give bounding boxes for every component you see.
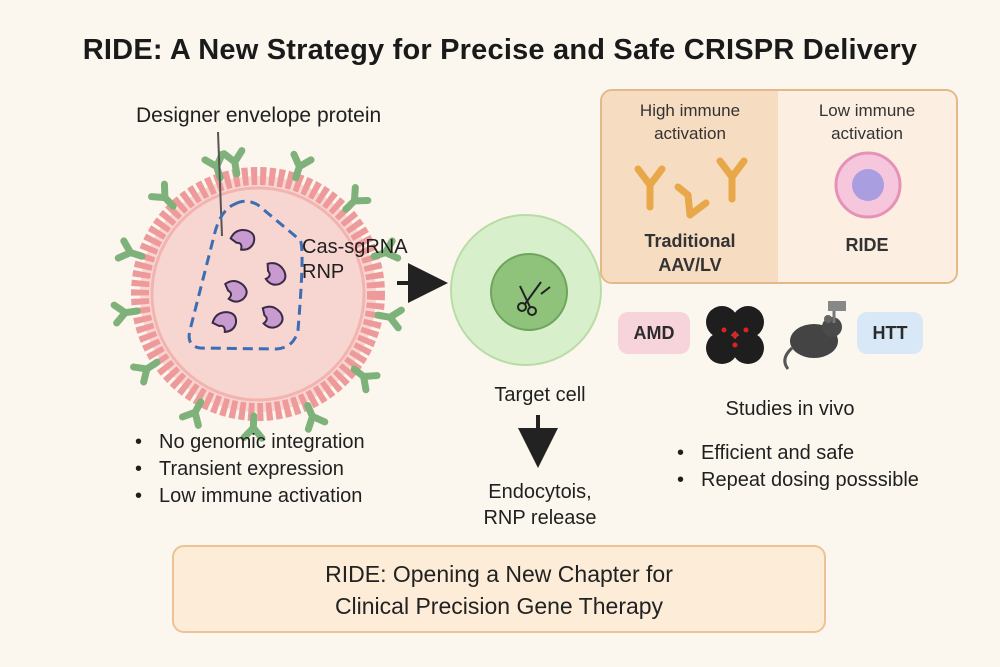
amd-badge: AMD [618,312,690,354]
mouse-icon [783,301,846,370]
envelope-spike [342,183,372,213]
traditional-footer: Traditional AAV/LV [602,229,778,277]
rnp-label-line1: Cas-sgRNA [302,236,408,258]
list-item: Repeat dosing posssible [668,467,919,494]
list-item: Low immune activation [126,483,365,510]
ride-header-line1: Low immune [818,101,916,120]
rnp-complex [264,262,287,286]
ride-footer: RIDE [845,235,889,255]
envelope-spike [114,237,146,262]
cas-rnp-complexes [211,229,287,333]
particle-features-list: No genomic integration Transient express… [126,429,365,510]
envelope-spike [350,365,381,394]
ride-column: Low immune activation RIDE [778,91,956,282]
list-item: Transient expression [126,456,365,483]
endocytosis-line2: RNP release [483,507,597,529]
antibody-icon [634,157,748,219]
ride-header-line2: activation [831,124,903,143]
envelope-spike [110,301,141,327]
page-title: RIDE: A New Strategy for Precise and Saf… [82,34,918,66]
ride-cell-icon [834,151,902,219]
conclusion-banner: RIDE: Opening a New Chapter for Clinical… [172,545,826,633]
endocytosis-label: Endocytois, RNP release [440,479,640,531]
rnp-enclosure [187,199,304,351]
banner-line2: Clinical Precision Gene Therapy [334,593,664,619]
envelope-spike [304,401,329,433]
envelope-protein-label: Designer envelope protein [136,104,382,127]
envelope-spike [147,180,177,210]
traditional-column: High immune activation Traditional AAV/L… [602,91,778,282]
rnp-complex [229,229,256,251]
traditional-header: High immune activation [602,99,778,145]
traditional-footer-line1: Traditional [644,231,736,251]
studies-results-list: Efficient and safe Repeat dosing posssib… [668,440,919,494]
rnp-complex [261,305,284,329]
rnp-complex [211,311,238,333]
target-cell-label: Target cell [494,384,586,406]
envelope-spike [374,306,405,332]
envelope-spike [130,358,161,386]
retina-icon [706,306,764,364]
envelope-spike [220,147,246,178]
list-item: Efficient and safe [668,440,919,467]
target-cell [450,214,602,366]
traditional-header-line1: High immune [639,101,741,120]
ride-header: Low immune activation [778,99,956,145]
delivery-particle [131,167,385,421]
rnp-label: Cas-sgRNA RNP [302,235,408,285]
envelope-spike [370,237,402,262]
traditional-header-line2: activation [654,124,726,143]
list-item: No genomic integration [126,429,365,456]
endocytosis-line1: Endocytois, [488,481,592,503]
envelope-spike [290,150,315,182]
envelope-proteins [110,147,405,442]
traditional-footer-line2: AAV/LV [658,255,722,275]
studies-label: Studies in vivo [725,398,855,420]
immune-comparison-panel: High immune activation Traditional AAV/L… [600,89,958,284]
banner-line1: RIDE: Opening a New Chapter for [325,561,673,587]
htt-badge: HTT [857,312,923,354]
scissors-icon [517,281,551,316]
rnp-complex [223,280,248,303]
envelope-spike [178,398,205,429]
rnp-label-line2: RNP [302,261,345,283]
